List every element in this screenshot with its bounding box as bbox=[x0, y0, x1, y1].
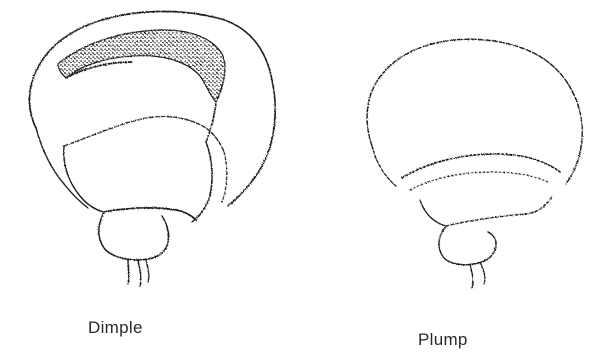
plump-outer-cap bbox=[367, 39, 582, 184]
plump-lower-body bbox=[420, 200, 446, 226]
plump-left-edge bbox=[372, 146, 396, 186]
plump-label: Plump bbox=[418, 330, 468, 350]
plump-stem bbox=[439, 226, 496, 265]
dimple-stem bbox=[99, 212, 169, 260]
plump-shape-illustration bbox=[367, 39, 582, 288]
dimple-top-band bbox=[58, 30, 225, 102]
plump-band bbox=[402, 154, 560, 178]
dimple-lower-body bbox=[64, 146, 104, 212]
dimple-inner-ridge bbox=[64, 116, 224, 152]
dimple-shape-illustration bbox=[29, 11, 275, 286]
dimple-label: Dimple bbox=[88, 318, 143, 338]
